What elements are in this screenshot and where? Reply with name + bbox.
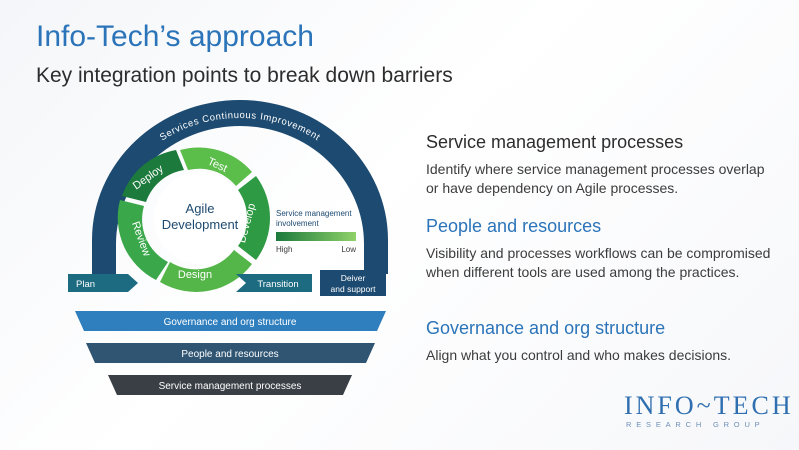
cycle-segment-review	[117, 200, 168, 280]
plan-label: Plan	[76, 279, 95, 290]
info-tech-logo: INFO~TECH	[624, 391, 794, 420]
legend-title-line1: Service management	[276, 209, 352, 218]
transition-arrow	[236, 274, 312, 292]
page-subtitle: Key integration points to break down bar…	[36, 64, 453, 87]
cycle-label-design: Design	[178, 269, 212, 281]
section-heading-service-management: Service management processes	[426, 132, 684, 152]
deliver-box	[320, 270, 386, 296]
info-tech-logo-tagline: RESEARCH GROUP	[626, 420, 765, 429]
legend-title-line2: involvement	[276, 219, 319, 228]
cycle-segment-deploy	[122, 150, 184, 202]
band-people-label: People and resources	[181, 349, 278, 360]
section-body-governance: Align what you control and who makes dec…	[426, 347, 732, 363]
center-label-line2: Development	[162, 217, 239, 232]
band-governance-label: Governance and org structure	[164, 317, 297, 328]
page-title: Info-Tech’s approach	[36, 20, 314, 53]
section-heading-governance: Governance and org structure	[426, 318, 666, 338]
cycle-segment-test	[180, 147, 252, 186]
legend-high: High	[276, 245, 292, 254]
cycle-segment-develop	[238, 176, 270, 260]
legend-low: Low	[341, 245, 356, 254]
plan-arrow	[68, 274, 138, 292]
section-body-service-management: Identify where service management proces…	[426, 161, 765, 196]
center-label-line1: Agile	[186, 201, 215, 216]
band-service-mgmt	[108, 375, 352, 395]
transition-label: Transition	[257, 279, 298, 290]
section-heading-people-resources: People and resources	[426, 216, 602, 236]
band-people	[86, 343, 375, 363]
continuous-improvement-arc	[92, 100, 388, 274]
deliver-label-line2: and support	[331, 284, 377, 294]
legend-gradient-bar	[276, 232, 356, 241]
deliver-label-line1: Deiver	[341, 273, 366, 283]
cycle-segment-design	[160, 250, 252, 292]
band-governance	[75, 311, 386, 331]
agile-cycle	[117, 147, 270, 292]
cycle-center	[154, 172, 246, 264]
band-service-mgmt-label: Service management processes	[159, 381, 302, 392]
section-body-people-resources: Visibility and processes workflows can b…	[426, 245, 771, 280]
